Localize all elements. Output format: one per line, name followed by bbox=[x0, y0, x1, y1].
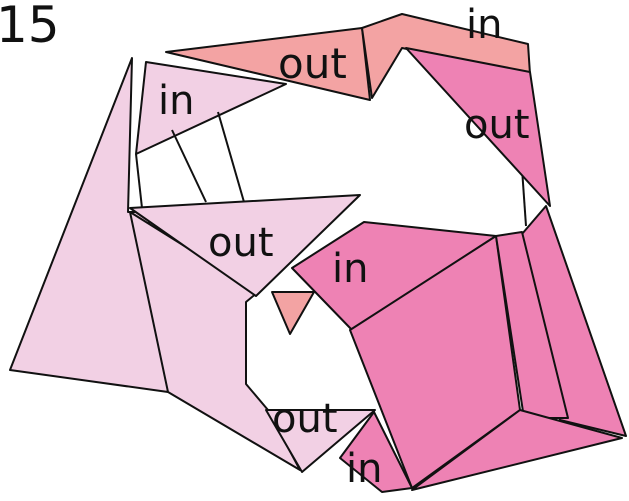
label-bottom-out: out bbox=[272, 396, 338, 442]
label-bottom-in: in bbox=[346, 446, 382, 492]
label-top-in: in bbox=[466, 2, 502, 48]
inner-crease-mid-a bbox=[172, 130, 206, 202]
label-right-out: out bbox=[464, 102, 530, 148]
label-left-in: in bbox=[158, 78, 194, 124]
label-top-out: out bbox=[278, 39, 347, 88]
small-triangle bbox=[272, 292, 314, 334]
inner-crease-mid-b bbox=[218, 112, 244, 202]
label-center-in: in bbox=[332, 246, 368, 292]
label-center-out: out bbox=[208, 220, 274, 266]
inner-crease-left bbox=[136, 154, 142, 208]
step-number: 15 bbox=[0, 0, 60, 54]
